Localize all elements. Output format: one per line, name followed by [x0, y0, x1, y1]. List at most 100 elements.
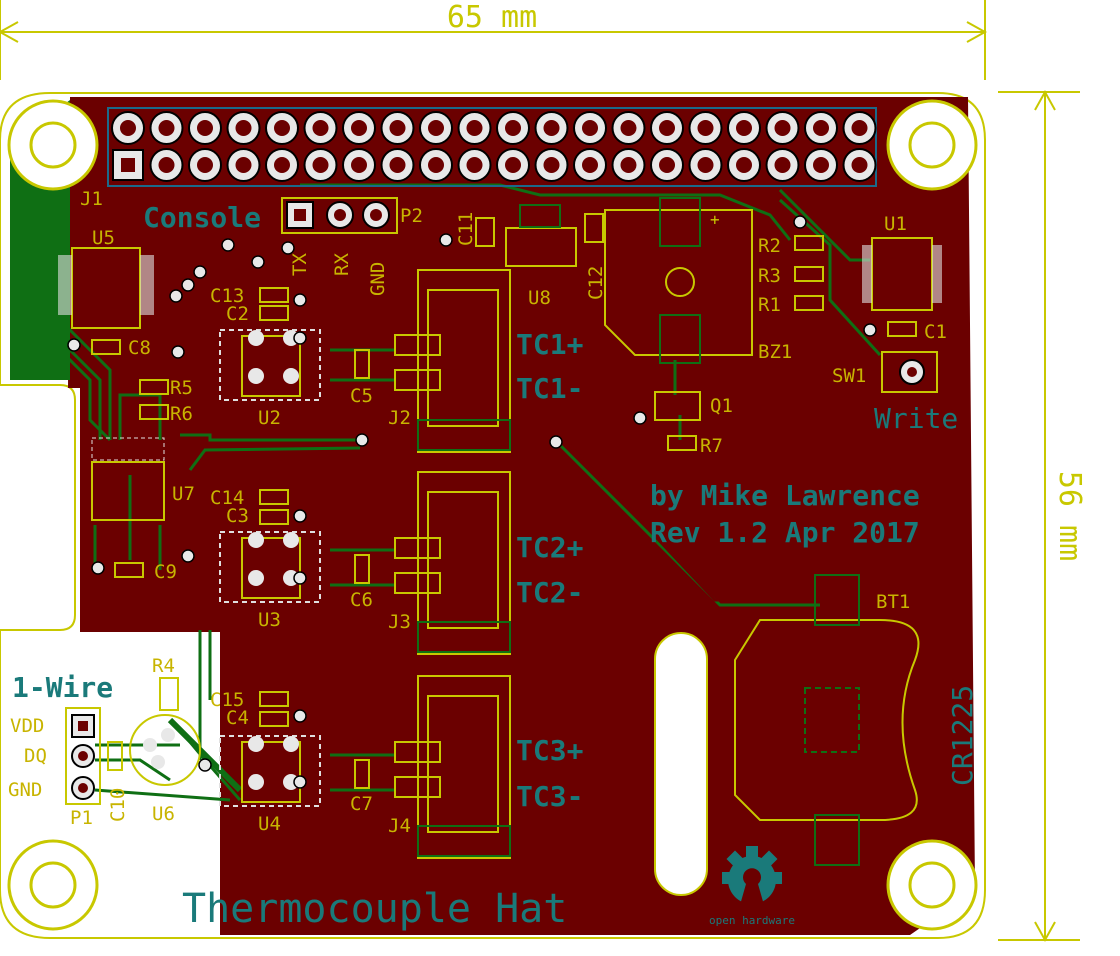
via: [193, 265, 207, 279]
refdes-r7: R7: [700, 435, 723, 457]
console-label: Console: [143, 201, 261, 234]
u4-chip: [219, 735, 321, 807]
board-title: Thermocouple Hat: [182, 886, 567, 932]
u6-sensor: [129, 714, 201, 786]
via: [293, 775, 307, 789]
refdes-u7: U7: [172, 483, 195, 505]
refdes-p1: P1: [70, 807, 93, 829]
u1-chip: [862, 237, 942, 311]
refdes-u6: U6: [152, 803, 175, 825]
mounting-hole-top-right: [886, 99, 978, 191]
refdes-p2: P2: [400, 205, 423, 227]
refdes-c10: C10: [107, 788, 129, 822]
vias: [67, 215, 877, 789]
refdes-r4: R4: [152, 655, 175, 677]
refdes-sw1: SW1: [832, 365, 866, 387]
refdes-j3: J3: [388, 611, 411, 633]
vdd-label: VDD: [10, 715, 44, 737]
refdes-u2: U2: [258, 407, 281, 429]
refdes-r2: R2: [758, 235, 781, 257]
refdes-c8: C8: [128, 337, 151, 359]
tc1-plus-label: TC1+: [516, 328, 583, 361]
j1-header-pins: [111, 111, 877, 182]
p2-header-outline: [281, 197, 398, 234]
via: [293, 571, 307, 585]
tc2-minus-label: TC2-: [516, 576, 583, 609]
refdes-q1: Q1: [710, 395, 733, 417]
refdes-u1: U1: [884, 213, 907, 235]
via: [439, 233, 453, 247]
u7-chip: [91, 437, 165, 521]
via: [293, 509, 307, 523]
tc2-plus-label: TC2+: [516, 531, 583, 564]
refdes-r5: R5: [170, 377, 193, 399]
write-label: Write: [874, 402, 958, 435]
copper-pour-red: [68, 97, 975, 935]
gnd-vertical-label: GND: [367, 262, 389, 296]
tc3-plus-label: TC3+: [516, 734, 583, 767]
tc1-minus-label: TC1-: [516, 372, 583, 405]
one-wire-label: 1-Wire: [12, 671, 113, 704]
via: [67, 338, 81, 352]
via: [293, 331, 307, 345]
gnd-label: GND: [8, 779, 42, 801]
refdes-u4: U4: [258, 813, 281, 835]
j3-connector: [394, 471, 511, 655]
mounting-hole-bottom-left: [7, 839, 99, 931]
refdes-j4: J4: [388, 815, 411, 837]
board-slot: [654, 632, 708, 896]
mounting-hole-top-left: [7, 99, 99, 191]
battery-type-label: CR1225: [946, 685, 979, 786]
refdes-c9: C9: [154, 561, 177, 583]
refdes-c13: C13: [210, 285, 244, 307]
refdes-bz1: BZ1: [758, 341, 792, 363]
j2-connector: [394, 269, 511, 453]
refdes-c14: C14: [210, 487, 244, 509]
via: [91, 561, 105, 575]
refdes-j1: J1: [80, 188, 103, 210]
refdes-c7: C7: [350, 793, 373, 815]
refdes-r6: R6: [170, 403, 193, 425]
open-hardware-label: open hardware: [709, 914, 795, 927]
via: [355, 433, 369, 447]
via: [863, 323, 877, 337]
via: [281, 241, 295, 255]
dq-label: DQ: [24, 745, 47, 767]
p1-connector: [65, 707, 101, 805]
refdes-c15: C15: [210, 689, 244, 711]
via: [198, 758, 212, 772]
author-label: by Mike Lawrence: [650, 479, 920, 512]
sw1-switch: [881, 351, 938, 393]
u5-chip: [58, 247, 154, 329]
rx-label: RX: [331, 253, 353, 276]
refdes-u8: U8: [528, 287, 551, 309]
mounting-holes: [7, 99, 978, 931]
refdes-r3: R3: [758, 265, 781, 287]
refdes-u3: U3: [258, 609, 281, 631]
refdes-c4: C4: [226, 707, 249, 729]
refdes-bt1: BT1: [876, 591, 910, 613]
refdes-c3: C3: [226, 505, 249, 527]
via: [793, 215, 807, 229]
refdes-u5: U5: [92, 227, 115, 249]
refdes-j2: J2: [388, 407, 411, 429]
refdes-c2: C2: [226, 303, 249, 325]
width-dimension: [0, 0, 988, 80]
via: [293, 709, 307, 723]
open-hardware-logo-icon: [722, 846, 782, 905]
height-dimension-label: 56 mm: [1052, 471, 1087, 561]
via: [181, 549, 195, 563]
refdes-c6: C6: [350, 589, 373, 611]
height-dimension: [998, 89, 1080, 943]
via: [221, 238, 235, 252]
tx-label: TX: [289, 253, 311, 276]
via: [251, 255, 265, 269]
passive-components: [91, 213, 917, 789]
q1-transistor: [654, 391, 701, 421]
tc3-minus-label: TC3-: [516, 780, 583, 813]
refdes-r1: R1: [758, 294, 781, 316]
refdes-c1: C1: [924, 321, 947, 343]
svg-text:+: +: [710, 210, 720, 229]
u8-regulator: [505, 204, 577, 267]
